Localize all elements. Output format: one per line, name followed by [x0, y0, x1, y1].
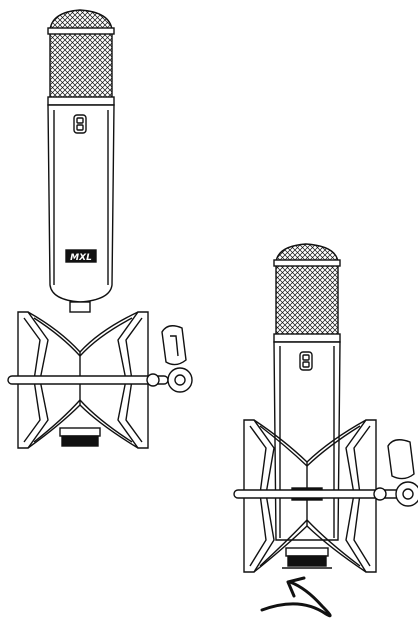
brand-logo: [65, 249, 97, 263]
svg-text:MXL: MXL: [70, 253, 92, 263]
mic-head-grille: [275, 243, 339, 339]
shock-mount-bottom: [233, 419, 418, 573]
thread-ring: [61, 435, 99, 447]
microphone-bottom: MXL: [273, 243, 341, 541]
rotate-arrow-icon: [260, 576, 332, 618]
microphone-top: MXL: [47, 9, 115, 313]
thread-ring: [287, 555, 327, 567]
shock-mount-top: [7, 311, 193, 449]
mic-body: [47, 104, 115, 303]
mic-head-grille: [49, 9, 113, 101]
